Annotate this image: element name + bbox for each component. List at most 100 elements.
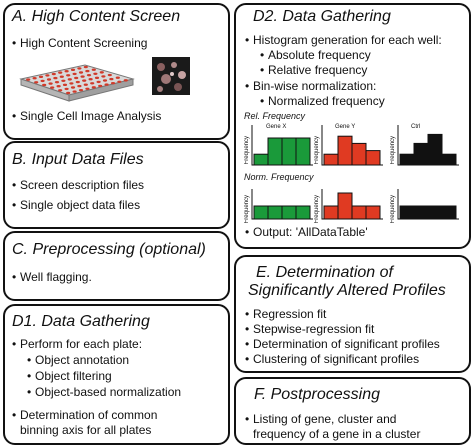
plate-well [66, 91, 71, 95]
plate-well [123, 79, 128, 82]
plate-well [91, 86, 96, 89]
panel-d1-bullet-1: •Perform for each plate: [12, 337, 143, 351]
norm-bar-gene-x-1 [253, 205, 269, 220]
panel-f-bullet-1: •Listing of gene, cluster and [245, 412, 397, 426]
panel-b-bullet-2: •Single object data files [12, 198, 141, 212]
plate-well [61, 79, 66, 82]
rel-frequency-label: Rel. Frequency [244, 111, 306, 121]
plate-well [51, 72, 56, 76]
plate-well [110, 81, 116, 85]
plate-well [85, 87, 90, 90]
gene-y-label: Gene Y [335, 124, 356, 130]
norm-bar-gene-x-2 [267, 205, 283, 220]
norm-bar-gene-y-1 [323, 205, 339, 220]
plate-well [109, 77, 114, 81]
norm-bar-gene-x-4 [295, 205, 311, 220]
plate-well [93, 72, 98, 75]
plate-well [48, 82, 53, 85]
panel-f-bullet-1-cont: frequency of a gene in a cluster [253, 427, 421, 441]
plate-well [67, 78, 72, 81]
rel-bar-gene-y-1 [323, 153, 339, 166]
norm-bar-ctrl-3 [427, 205, 443, 220]
panel-d1-sub-2: •Object filtering [27, 369, 112, 383]
panel-preprocessing: C. Preprocessing (optional) •Well flaggi… [3, 231, 230, 301]
plate-well [96, 80, 101, 84]
panel-f-title: F. Postprocessing [254, 386, 380, 403]
plate-well [56, 85, 61, 88]
plate-well [50, 86, 55, 89]
panel-d1-sub-1: •Object annotation [27, 353, 130, 367]
plate-well [102, 79, 108, 82]
rel-bar-gene-x-1 [253, 153, 269, 166]
panel-e-title-line-1: E. Determination of [256, 264, 393, 281]
plate-well [64, 70, 69, 73]
plate-well [104, 83, 109, 86]
plate-well [46, 78, 52, 81]
plate-well [80, 75, 85, 78]
panel-d1-bullet-2-cont: binning axis for all plates [20, 423, 152, 437]
norm-bar-gene-x-3 [281, 205, 297, 220]
plate-well [59, 75, 64, 78]
rel-bar-gene-x-4 [295, 137, 311, 166]
rel-bar-ctrl-1 [399, 153, 415, 166]
norm-axis-ctrl [397, 189, 459, 220]
panel-b-bullet-1: •Screen description files [12, 178, 145, 192]
plate-well [94, 76, 100, 80]
panel-d2-sub-1: •Absolute frequency [260, 48, 371, 62]
plate-well [64, 87, 69, 91]
norm-axis-gene-x [251, 189, 313, 220]
plate-well [70, 86, 76, 89]
norm-axis-gene-y [321, 189, 383, 220]
plate-well [83, 83, 88, 86]
plate-well [101, 75, 106, 78]
plate-well [83, 65, 88, 69]
panel-a-title: A. High Content Screen [12, 8, 181, 25]
rel-bar-ctrl-4 [441, 153, 457, 166]
panel-d2-title: D2. Data Gathering [253, 8, 391, 25]
rel-bar-gene-x-3 [281, 137, 297, 166]
panel-data-gathering-d2: D2. Data Gathering •Histogram generation… [234, 3, 471, 249]
plate-well [99, 71, 104, 74]
panel-a-bullet-2: •Single Cell Image Analysis [12, 109, 162, 123]
plate-well [85, 69, 90, 73]
plate-well [77, 67, 82, 70]
rel-bar-gene-y-4 [365, 150, 381, 166]
ctrl-label: Ctrl [411, 124, 421, 130]
plate-well [88, 78, 93, 81]
plate-well [117, 80, 122, 83]
panel-high-content-screen: A. High Content Screen •High Content Scr… [3, 3, 230, 140]
panel-d2-output: •Output: 'AllDataTable' [245, 225, 368, 239]
panel-significant-profiles: E. Determination of Significantly Altere… [234, 255, 471, 373]
plate-well [91, 68, 96, 71]
plate-well [98, 84, 103, 88]
panel-d2-bullet-1: •Histogram generation for each well: [245, 33, 442, 47]
panel-e-bullet-4: •Clustering of significant profiles [245, 352, 420, 366]
panel-a-bullet-1: •High Content Screening [12, 36, 148, 50]
rel-axis-gene-y [321, 125, 383, 166]
norm-frequency-label: Norm. Frequency [244, 172, 314, 182]
plate-well [54, 80, 60, 84]
plate-well [86, 73, 92, 77]
norm-bar-gene-y-4 [365, 205, 381, 220]
panel-c-title: C. Preprocessing (optional) [12, 241, 206, 258]
plate-well [72, 72, 77, 76]
norm-bar-ctrl-2 [413, 205, 429, 220]
plate-well [75, 80, 80, 84]
plate-well [26, 78, 31, 81]
plate-well [42, 83, 47, 87]
panel-input-data-files: B. Input Data Files •Screen description … [3, 141, 230, 229]
panel-e-bullet-2: •Stepwise-regression fit [245, 322, 375, 336]
plate-well [90, 82, 95, 85]
cell-image-thumbnail [152, 57, 190, 95]
panel-e-bullet-3: •Determination of significant profiles [245, 337, 440, 351]
plate-well [78, 88, 84, 92]
plate-well [78, 71, 84, 74]
panel-d1-title: D1. Data Gathering [12, 313, 150, 330]
norm-bar-ctrl-1 [399, 205, 415, 220]
plate-well [40, 79, 45, 83]
rel-bar-gene-x-2 [267, 137, 283, 166]
plate-well [58, 89, 63, 92]
plate-well [58, 71, 63, 74]
norm-bar-gene-y-3 [351, 205, 367, 220]
rel-axis-gene-x [251, 125, 313, 166]
